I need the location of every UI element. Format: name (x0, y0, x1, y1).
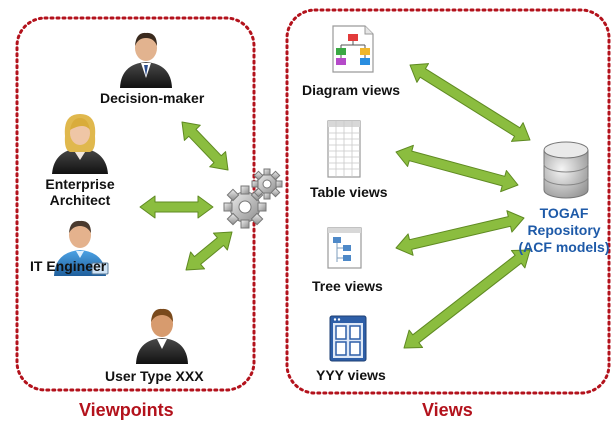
arrow-table-views (395, 144, 519, 193)
businessman-icon (120, 32, 172, 88)
role-label-enterprise-architect: Enterprise Architect (42, 176, 118, 208)
spreadsheet-icon (327, 120, 361, 178)
arrow-it-engineer (185, 231, 233, 271)
arrow-decision-maker (181, 121, 229, 171)
tree-icon (327, 227, 362, 269)
repository-label-line: TOGAF (539, 205, 589, 221)
businesswoman-icon (52, 114, 108, 174)
database-icon (543, 141, 589, 199)
arrow-group (139, 63, 531, 349)
repository-label: TOGAF Repository (ACF models) (515, 205, 613, 256)
window-grid-icon (329, 315, 367, 362)
user-icon (136, 308, 188, 364)
role-label-decision-maker: Decision-maker (100, 90, 205, 106)
role-label-line: Enterprise (45, 176, 115, 192)
role-label-user-type: User Type XXX (105, 368, 204, 384)
repository-label-line: (ACF models) (518, 239, 610, 255)
role-label-it-engineer: IT Engineer (30, 258, 107, 274)
gears-icon (223, 168, 283, 229)
view-label-yyy: YYY views (316, 367, 386, 383)
role-label-line: Architect (49, 192, 111, 208)
view-label-table: Table views (310, 184, 388, 200)
arrow-diagram-views (409, 63, 531, 142)
repository-label-line: Repository (527, 222, 601, 238)
view-label-diagram: Diagram views (302, 82, 401, 98)
org-chart-icon (332, 25, 374, 73)
view-label-tree: Tree views (312, 278, 383, 294)
arrow-enterprise-architect (139, 195, 214, 219)
viewpoints-title: Viewpoints (79, 400, 174, 420)
engineer-icon (54, 220, 109, 276)
arrow-yyy-views (403, 249, 531, 349)
views-title: Views (422, 400, 473, 420)
views-region (285, 8, 611, 395)
arrow-tree-views (395, 210, 525, 256)
